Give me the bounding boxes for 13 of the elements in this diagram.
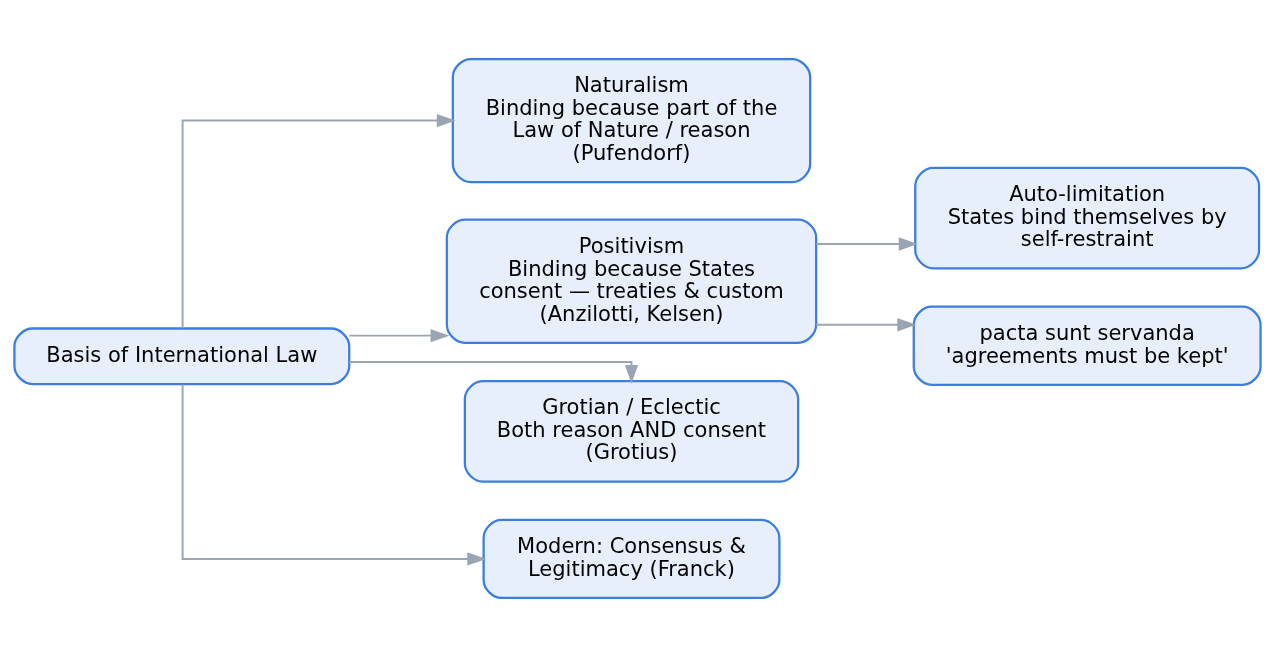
node-box: Basis of International Law (13, 327, 351, 386)
arrow (348, 360, 639, 384)
arrow (181, 113, 456, 330)
node-box: pacta sunt servanda 'agreements must be kept' (912, 305, 1262, 386)
arrow (815, 318, 917, 332)
node-box: Modern: Consensus & Legitimacy (Franck) (482, 518, 781, 600)
node-box: Auto-limitation States bind themselves by self-restraint (914, 166, 1261, 270)
arrow (815, 237, 918, 251)
node-box: Positivism Binding because States consent — treaties & custom (Anzilotti, Kelsen) (445, 218, 818, 344)
node-box: Naturalism Binding because part of the Law of Nature / reason (Pufendorf) (451, 57, 812, 184)
node-box: Grotian / Eclectic Both reason AND consent (Grotius) (463, 379, 800, 483)
arrow (181, 383, 487, 566)
arrow (348, 329, 450, 343)
